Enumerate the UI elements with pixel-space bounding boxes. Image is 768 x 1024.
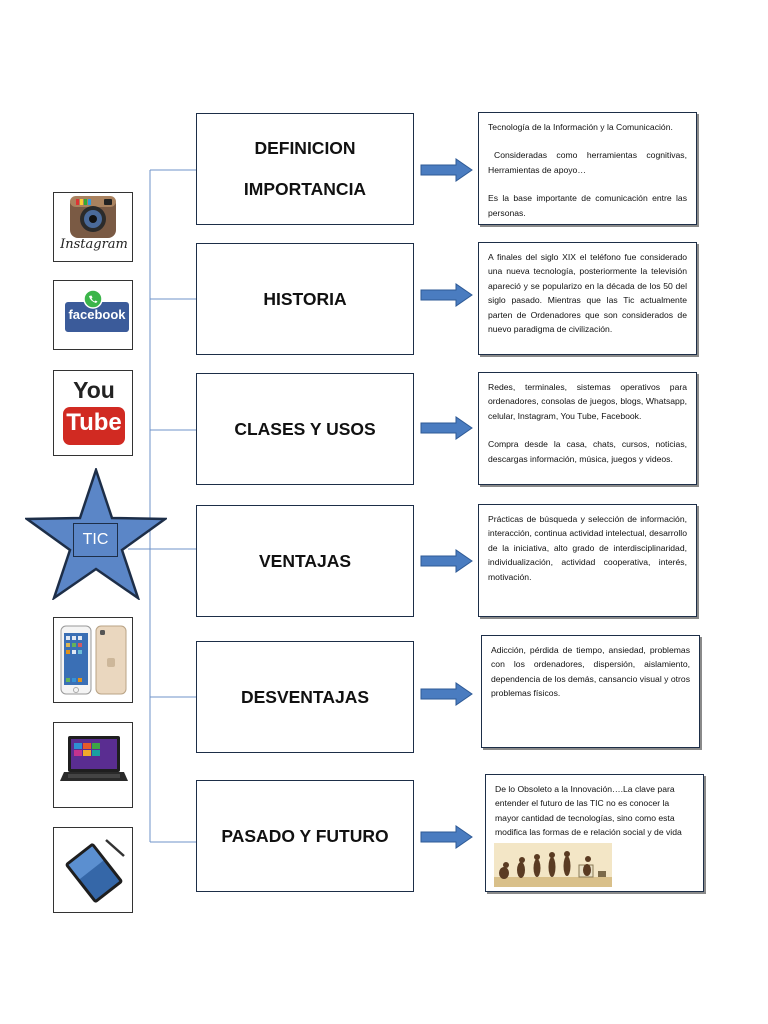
youtube-logo: You Tube [53,370,133,456]
arrow-right-icon [420,682,473,706]
smartphones-image [53,617,133,703]
topic-ventajas: VENTAJAS [196,505,414,617]
iphone-icon [60,625,127,695]
topic-title: PASADO Y FUTURO [221,825,389,846]
arrow-right-icon [420,158,473,182]
topic-title: DESVENTAJAS [240,686,370,707]
arrow-right-icon [420,283,473,307]
tic-label-box: TIC [73,523,118,557]
description-text: Es la base importante de comunicación en… [488,193,687,218]
description-definicion: Tecnología de la Información y la Comuni… [478,112,697,225]
tic-star [25,468,167,600]
description-text: A finales del siglo XIX el teléfono fue … [488,252,687,335]
description-text: Tecnología de la Información y la Comuni… [488,122,673,132]
topic-title-line-1: DEFINICION [254,138,356,158]
description-text: Prácticas de búsqueda y selección de inf… [488,514,687,582]
whatsapp-icon [83,289,103,309]
topic-desventajas: DESVENTAJAS [196,641,414,753]
facebook-wordmark: facebook [68,307,126,322]
description-historia: A finales del siglo XIX el teléfono fue … [478,242,697,355]
description-clases-y-usos: Redes, terminales, sistemas operativos p… [478,372,697,485]
description-text: Adicción, pérdida de tiempo, ansiedad, p… [491,645,690,699]
facebook-logo: facebook [53,280,133,350]
topic-historia: HISTORIA [196,243,414,355]
youtube-you-text: You [73,377,115,403]
tablet-icon [65,839,125,903]
description-pasado-y-futuro: De lo Obsoleto a la Innovación….La clave… [485,774,704,892]
instagram-logo: Instagram [53,192,133,262]
tablet-image [53,827,133,913]
description-desventajas: Adicción, pérdida de tiempo, ansiedad, p… [481,635,700,748]
instagram-icon [70,196,116,238]
topic-title: HISTORIA [263,288,347,309]
description-text: De lo Obsoleto a la Innovación….La clave… [495,784,682,838]
laptop-image [53,722,133,808]
instagram-wordmark: Instagram [60,237,128,252]
tic-label: TIC [82,531,109,548]
description-ventajas: Prácticas de búsqueda y selección de inf… [478,504,697,617]
laptop-icon [60,736,128,781]
arrow-right-icon [420,416,473,440]
description-text: Redes, terminales, sistemas operativos p… [488,382,687,421]
topic-title: VENTAJAS [258,550,352,571]
stylus [105,839,125,857]
topic-clases-y-usos: CLASES Y USOS [196,373,414,485]
topic-pasado-y-futuro: PASADO Y FUTURO [196,780,414,892]
evolution-illustration [494,843,612,887]
description-text: Compra desde la casa, chats, cursos, not… [488,439,687,464]
description-text: Consideradas como herramientas cognitiva… [488,150,687,175]
topic-definicion-importancia: DEFINICION IMPORTANCIA [196,113,414,225]
topic-title: CLASES Y USOS [234,418,376,439]
topic-title-line-2: IMPORTANCIA [243,179,367,199]
youtube-tube-text: Tube [66,409,122,436]
arrow-right-icon [420,825,473,849]
arrow-right-icon [420,549,473,573]
